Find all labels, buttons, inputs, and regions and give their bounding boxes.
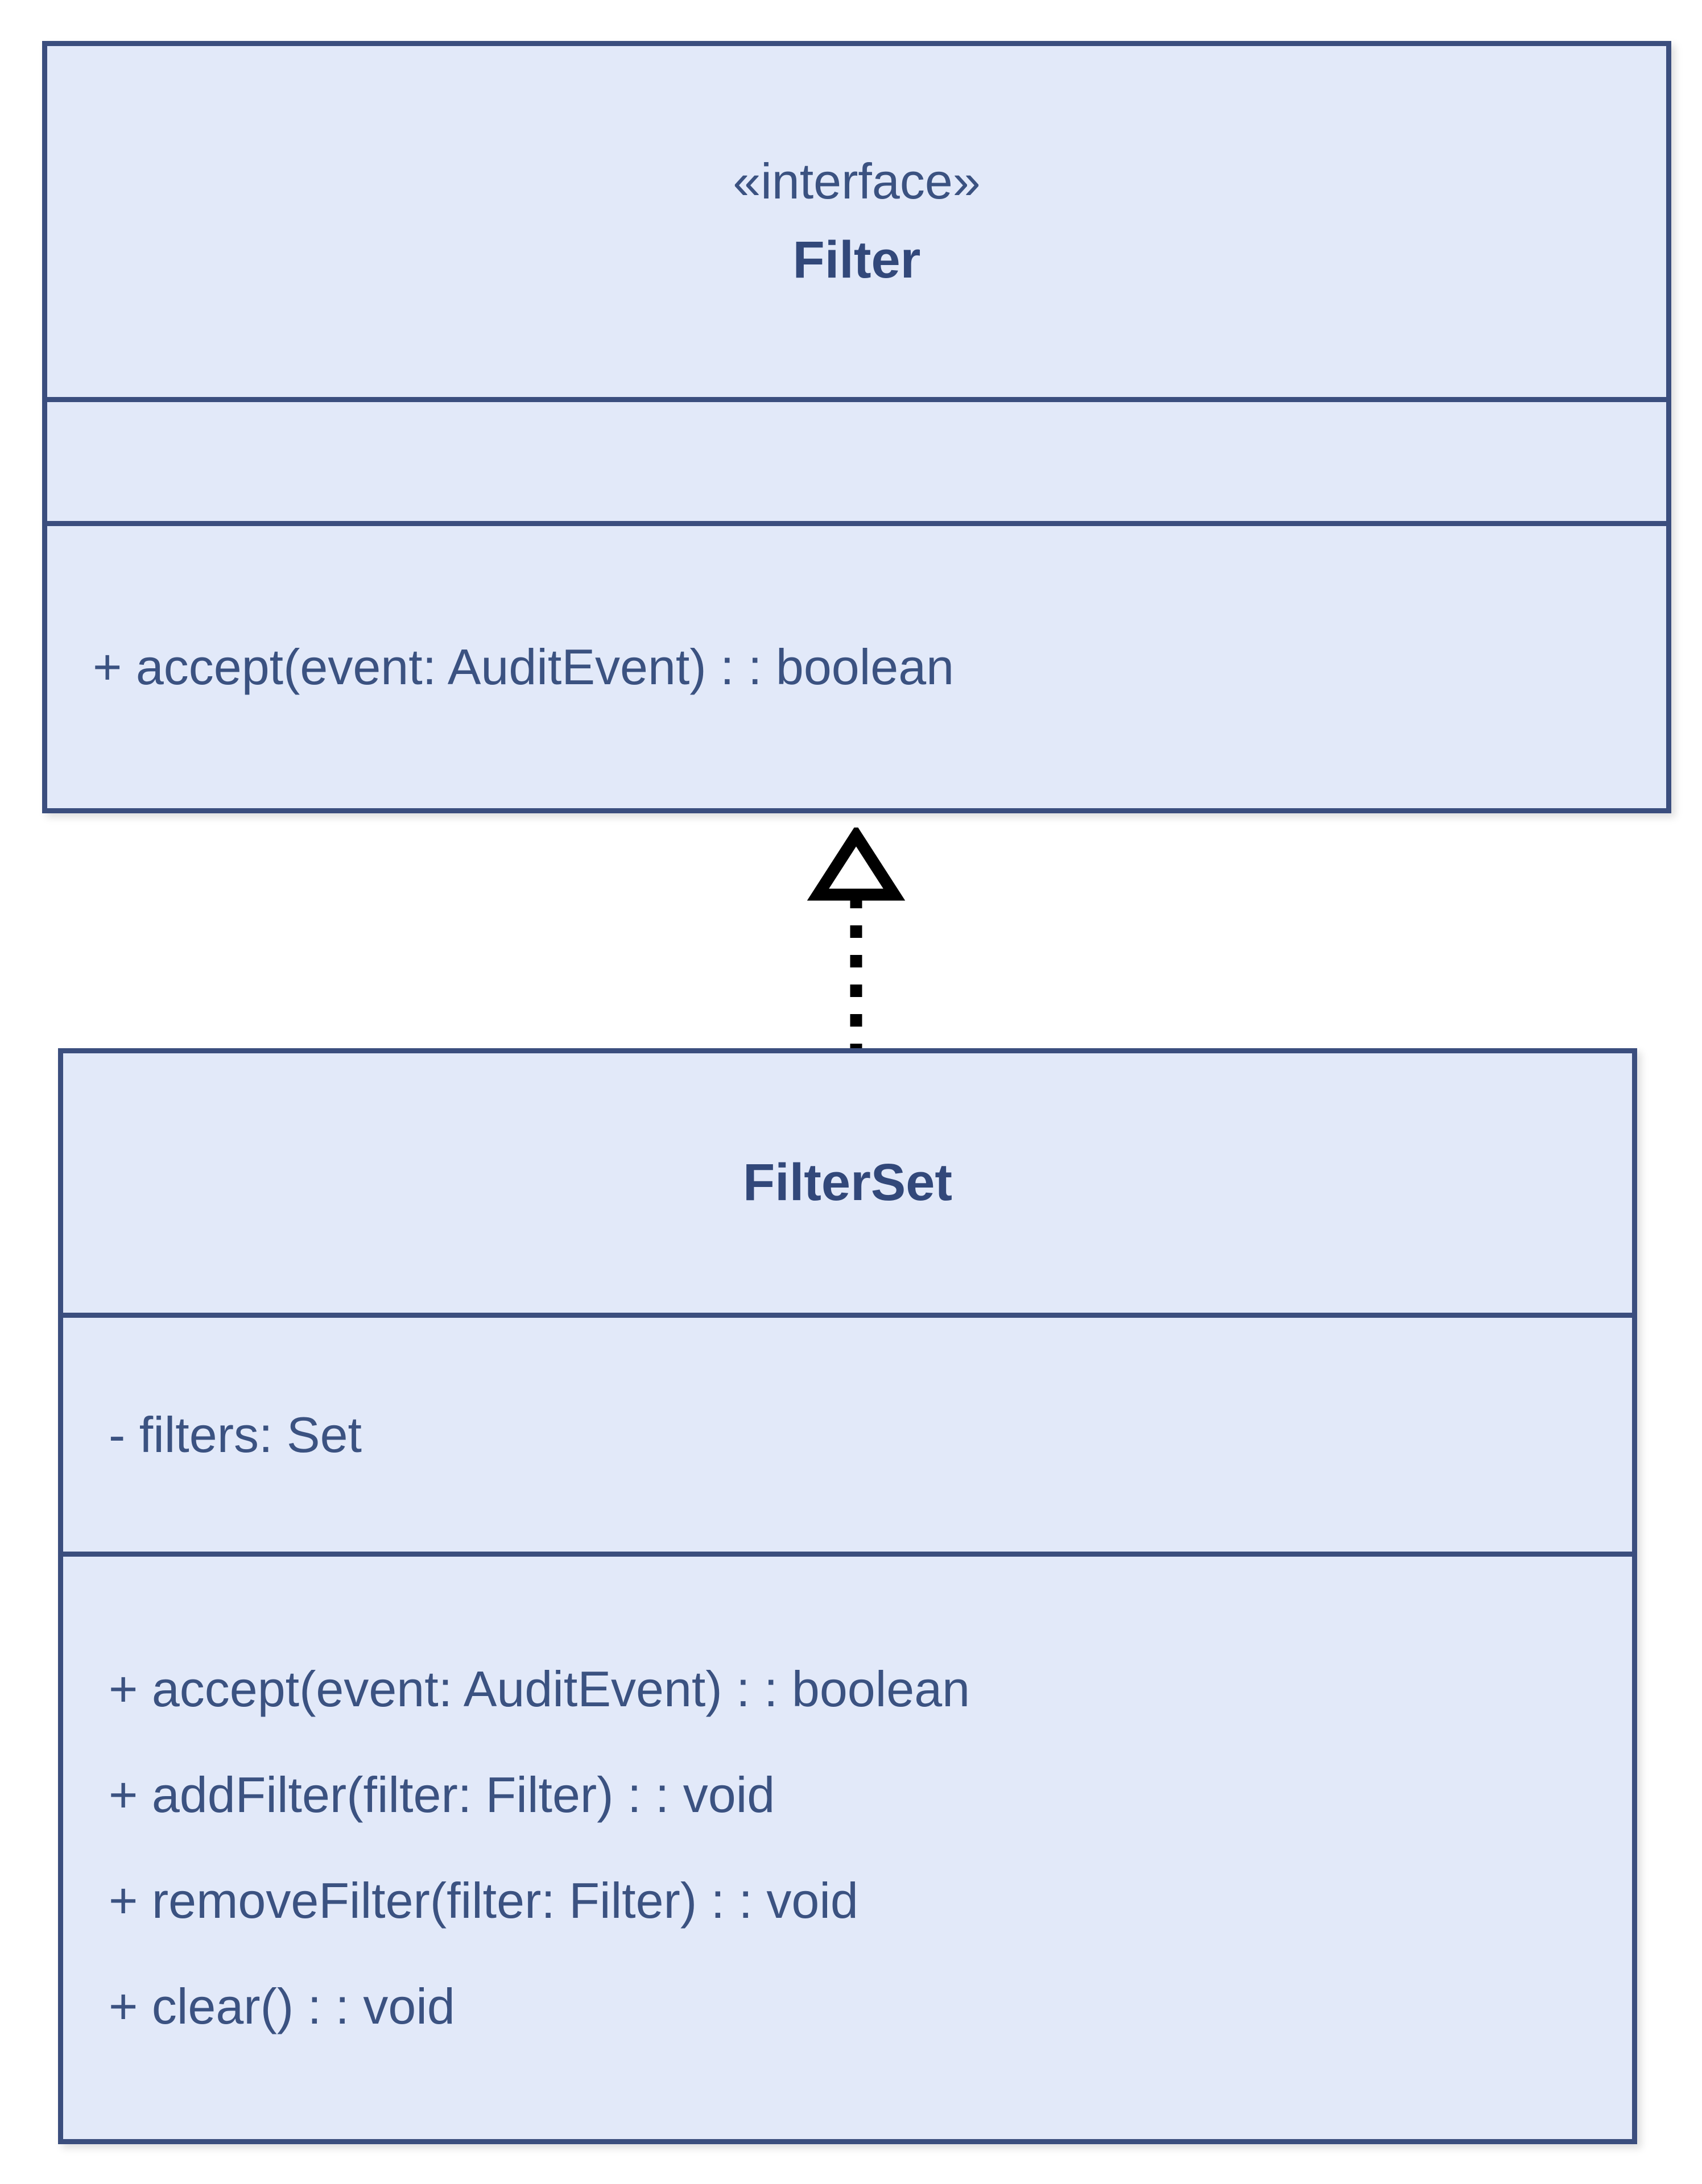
uml-class-filterset[interactable]: FilterSet - filters: Set + accept(event:… [58,1048,1637,2144]
relationship-realization-filterset-to-filter [796,824,916,1055]
class-attributes-filterset: - filters: Set [63,1313,1632,1552]
class-attribute[interactable]: - filters: Set [109,1406,362,1463]
class-method[interactable]: + accept(event: AuditEvent) : : boolean [93,639,955,695]
class-header-filterset: FilterSet [63,1053,1632,1313]
class-title: FilterSet [742,1153,953,1212]
class-method[interactable]: + accept(event: AuditEvent) : : boolean [109,1661,970,1717]
uml-class-filter[interactable]: «interface» Filter + accept(event: Audit… [42,41,1671,813]
class-methods-filterset: + accept(event: AuditEvent) : : boolean … [63,1552,1632,2139]
class-attributes-filter [47,397,1666,521]
class-method[interactable]: + clear() : : void [109,1978,455,2034]
class-title: Filter [792,231,921,289]
class-stereotype: «interface» [733,152,981,209]
class-header-filter: «interface» Filter [47,46,1666,397]
class-method[interactable]: + addFilter(filter: Filter) : : void [109,1767,775,1823]
class-methods-filter: + accept(event: AuditEvent) : : boolean [47,521,1666,808]
class-method[interactable]: + removeFilter(filter: Filter) : : void [109,1872,858,1929]
hollow-triangle-arrowhead [807,824,906,901]
realization-arrow-icon [807,824,906,1055]
